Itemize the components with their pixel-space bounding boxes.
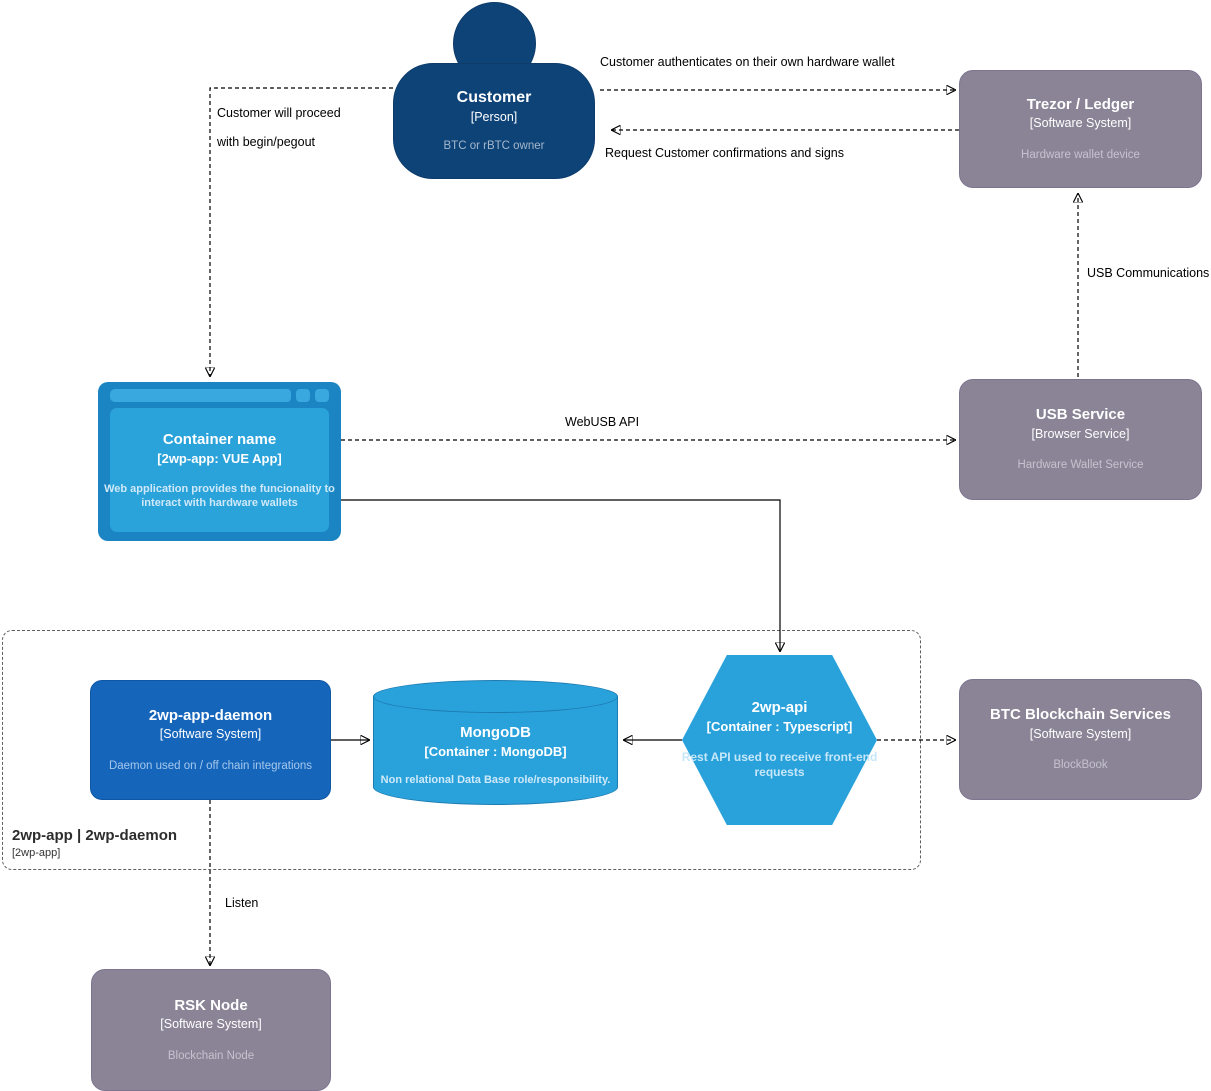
browser-content-panel: [110, 408, 329, 532]
rsk-node[interactable]: RSK Node [Software System] Blockchain No…: [91, 969, 331, 1091]
webapp-node[interactable]: Container name [2wp-app: VUE App] Web ap…: [98, 382, 341, 541]
edge-label-listen: Listen: [225, 896, 259, 910]
browser-button-icon: [277, 389, 291, 402]
edge-label-request-sign: Request Customer confirmations and signs: [605, 146, 845, 160]
mongodb-title: MongoDB: [460, 724, 531, 742]
edge-label-webusb: WebUSB API: [565, 415, 640, 429]
customer-subtitle: [Person]: [470, 109, 518, 124]
edge-label-auth: Customer authenticates on their own hard…: [600, 55, 895, 69]
boundary-title: 2wp-app | 2wp-daemon: [12, 827, 178, 844]
edge-customer-to-webapp[interactable]: [210, 87, 393, 376]
api-desc: Rest API used to receive front-end reque…: [681, 749, 878, 780]
btc-services-node[interactable]: BTC Blockchain Services [Software System…: [959, 679, 1202, 800]
mongodb-cylinder-top: [373, 680, 618, 713]
edge-label-usb-comm: USB Communications: [1087, 266, 1210, 280]
mongodb-subtitle: [Container : MongoDB]: [424, 743, 567, 759]
api-title: 2wp-api: [751, 699, 808, 717]
btc-services-title: BTC Blockchain Services: [990, 706, 1171, 724]
edge-label-proceed-2: with begin/pegout: [217, 135, 315, 149]
webapp-desc: Web application provides the funcionalit…: [104, 482, 335, 509]
webapp-title: Container name: [162, 430, 277, 448]
usb-service-desc: Hardware Wallet Service: [1017, 459, 1144, 472]
daemon-node[interactable]: 2wp-app-daemon [Software System] Daemon …: [90, 680, 331, 800]
browser-button-icon: [296, 389, 310, 402]
customer-node[interactable]: Customer [Person] BTC or rBTC owner: [393, 63, 595, 179]
usb-service-subtitle: [Browser Service]: [1031, 426, 1130, 441]
customer-title: Customer: [456, 88, 532, 106]
mongodb-node[interactable]: MongoDB [Container : MongoDB] Non relati…: [373, 680, 618, 805]
mongodb-cylinder-body: [373, 696, 618, 805]
trezor-subtitle: [Software System]: [1029, 116, 1132, 131]
boundary-subtitle: [2wp-app]: [12, 847, 61, 859]
btc-services-subtitle: [Software System]: [1029, 726, 1132, 741]
browser-address-bar: [110, 389, 288, 402]
rsk-subtitle: [Software System]: [160, 1017, 262, 1032]
trezor-ledger-node[interactable]: Trezor / Ledger [Software System] Hardwa…: [959, 70, 1202, 188]
trezor-title: Trezor / Ledger: [1026, 95, 1135, 113]
browser-button-icon: [315, 389, 329, 402]
api-hexagon-shape: [682, 655, 877, 825]
daemon-subtitle: [Software System]: [159, 727, 262, 742]
customer-desc: BTC or rBTC owner: [443, 140, 545, 153]
rsk-desc: Blockchain Node: [167, 1049, 255, 1062]
mongodb-desc: Non relational Data Base role/responsibi…: [380, 773, 611, 786]
trezor-desc: Hardware wallet device: [1021, 148, 1140, 161]
edge-webapp-to-api[interactable]: [341, 499, 780, 651]
webapp-subtitle: [2wp-app: VUE App]: [157, 450, 282, 466]
edge-label-proceed-1: Customer will proceed: [217, 106, 341, 120]
btc-services-desc: BlockBook: [1053, 759, 1108, 772]
usb-service-node[interactable]: USB Service [Browser Service] Hardware W…: [959, 379, 1202, 500]
usb-service-title: USB Service: [1035, 406, 1126, 424]
api-node[interactable]: 2wp-api [Container : Typescript] Rest AP…: [682, 655, 877, 825]
rsk-title: RSK Node: [174, 996, 248, 1014]
daemon-title: 2wp-app-daemon: [148, 706, 273, 724]
daemon-desc: Daemon used on / off chain integrations: [108, 759, 313, 772]
api-subtitle: [Container : Typescript]: [706, 718, 853, 734]
